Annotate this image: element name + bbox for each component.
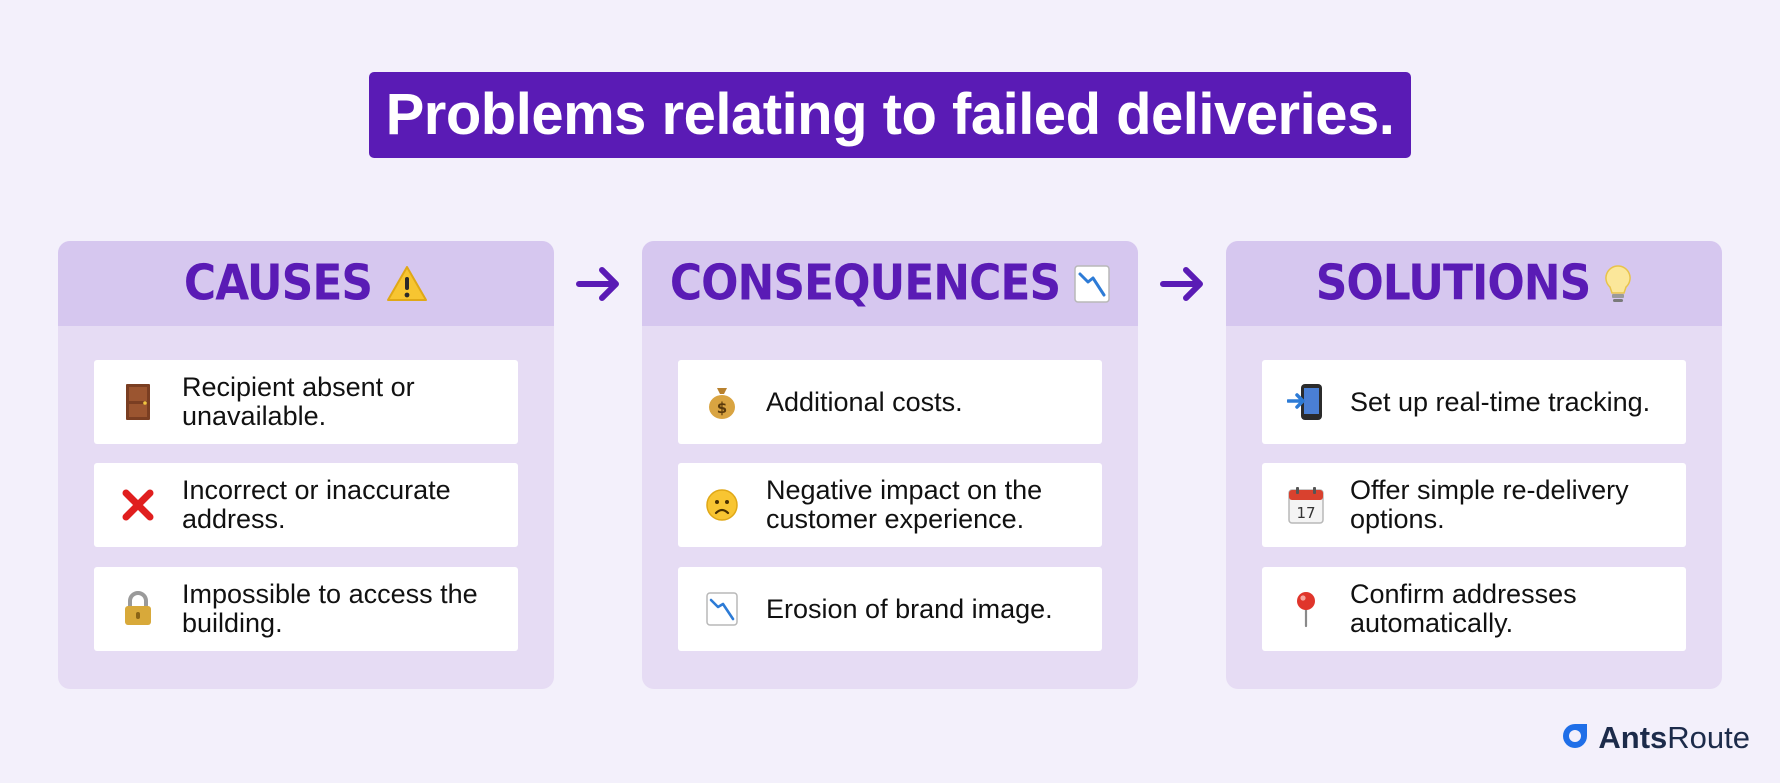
brand-name-bold: Ants xyxy=(1598,720,1668,755)
solutions-heading: SOLUTIONS xyxy=(1315,254,1592,313)
brand-name: AntsRoute xyxy=(1598,720,1750,756)
item-text: Erosion of brand image. xyxy=(766,593,1053,624)
page-title: Problems relating to failed deliveries. xyxy=(368,72,1412,158)
svg-text:$: $ xyxy=(717,399,727,417)
consequences-column: CONSEQUENCES $ Additional costs. xyxy=(642,241,1138,689)
title-wrapper: Problems relating to failed deliveries. xyxy=(0,72,1780,158)
warning-icon xyxy=(386,265,428,303)
brand-name-regular: Route xyxy=(1667,720,1750,755)
item-text: Recipient absent or unavailable. xyxy=(182,372,415,431)
list-item: Erosion of brand image. xyxy=(678,567,1102,651)
money-bag-icon: $ xyxy=(678,360,766,444)
calendar-icon: 17 xyxy=(1262,463,1350,547)
consequences-header: CONSEQUENCES xyxy=(642,241,1138,326)
worried-face-icon xyxy=(678,463,766,547)
list-item: Set up real-time tracking. xyxy=(1262,360,1686,444)
item-text: Incorrect or inaccurate address. xyxy=(182,475,451,534)
brand-logo: AntsRoute xyxy=(1560,720,1750,756)
causes-column: CAUSES Recipient absent or unavailable. xyxy=(58,241,554,689)
chart-decreasing-icon xyxy=(1074,264,1110,303)
item-text: Additional costs. xyxy=(766,386,963,417)
item-text: Negative impact on the customer experien… xyxy=(766,475,1043,534)
list-item: Recipient absent or unavailable. xyxy=(94,360,518,444)
list-item: Negative impact on the customer experien… xyxy=(678,463,1102,547)
arrow-right-icon xyxy=(576,264,622,304)
list-item: Incorrect or inaccurate address. xyxy=(94,463,518,547)
lock-icon xyxy=(94,567,182,651)
list-item: $ Additional costs. xyxy=(678,360,1102,444)
causes-header: CAUSES xyxy=(58,241,554,326)
round-pushpin-icon xyxy=(1262,567,1350,651)
solutions-header: SOLUTIONS xyxy=(1226,241,1722,326)
list-item: Confirm addresses automatically. xyxy=(1262,567,1686,651)
causes-heading: CAUSES xyxy=(183,254,373,313)
item-text: Impossible to access the building. xyxy=(182,579,478,638)
antsroute-logo-icon xyxy=(1560,721,1590,756)
consequences-heading: CONSEQUENCES xyxy=(669,254,1061,313)
chart-decreasing-icon xyxy=(678,567,766,651)
solutions-column: SOLUTIONS Set up real-time tracking. xyxy=(1226,241,1722,689)
arrow-right-icon xyxy=(1160,264,1206,304)
mobile-phone-arrow-icon xyxy=(1262,360,1350,444)
list-item: Impossible to access the building. xyxy=(94,567,518,651)
list-item: 17 Offer simple re-delivery options. xyxy=(1262,463,1686,547)
calendar-day: 17 xyxy=(1296,504,1315,522)
door-icon xyxy=(94,360,182,444)
item-text: Offer simple re-delivery options. xyxy=(1350,475,1629,534)
item-text: Confirm addresses automatically. xyxy=(1350,579,1577,638)
item-text: Set up real-time tracking. xyxy=(1350,386,1651,417)
cross-mark-icon xyxy=(94,463,182,547)
light-bulb-icon xyxy=(1604,264,1632,304)
